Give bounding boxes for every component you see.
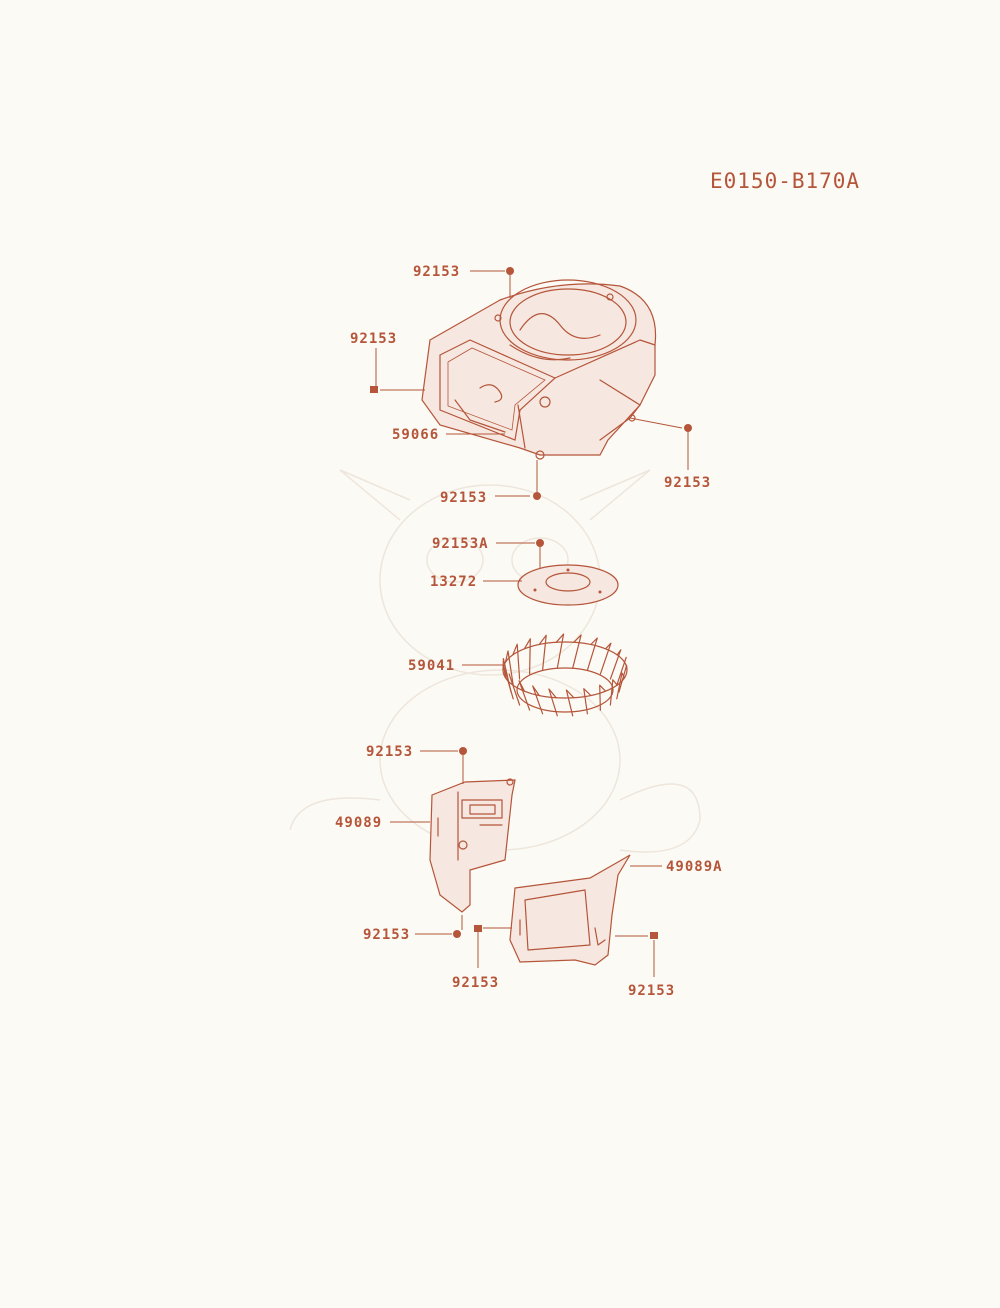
fan-blade [532, 685, 544, 715]
part-label: 49089 [335, 815, 382, 831]
baffle-left [429, 778, 516, 913]
part-label: 92153 [363, 927, 410, 943]
part-label: 92153 [440, 490, 487, 506]
part-label: 92153 [413, 264, 460, 280]
fan-blade [565, 689, 575, 717]
fan-blade [518, 680, 531, 711]
fan-blade [523, 638, 531, 675]
fan-blade [609, 649, 622, 680]
fan-blade [609, 679, 618, 706]
blower-housing [421, 279, 657, 460]
fan-plate [517, 564, 619, 606]
fan-blade [572, 634, 582, 669]
fan-blade [512, 643, 521, 680]
fan-blade [548, 688, 558, 717]
part-label: 92153A [432, 536, 489, 552]
fan-blade [555, 633, 565, 669]
fan-blade [616, 672, 626, 700]
fan-blade [504, 650, 514, 686]
part-label: 92153 [664, 475, 711, 491]
part-label: 92153 [628, 983, 675, 999]
part-label: 92153 [366, 744, 413, 760]
baffle-right [509, 854, 631, 966]
fan-blade [538, 634, 547, 671]
leader-lines [370, 267, 692, 977]
fan-blade [583, 688, 592, 715]
fan-blade [599, 684, 607, 711]
cooling-fan [502, 633, 628, 717]
diagram-code: E0150-B170A [710, 169, 860, 193]
part-label: 92153 [350, 331, 397, 347]
fan-blade [616, 656, 627, 686]
part-label: 13272 [430, 574, 477, 590]
part-label: 49089A [666, 859, 723, 875]
part-label: 59066 [392, 427, 439, 443]
fan-blade [502, 658, 512, 693]
fan-blade [618, 664, 628, 693]
part-label: 92153 [452, 975, 499, 991]
fan-blade [508, 673, 521, 706]
fan-blade [599, 642, 612, 675]
part-label: 59041 [408, 658, 455, 674]
part-labels: 92153 92153 59066 92153 92153 92153A 132… [335, 264, 723, 999]
fan-blade [586, 637, 598, 671]
